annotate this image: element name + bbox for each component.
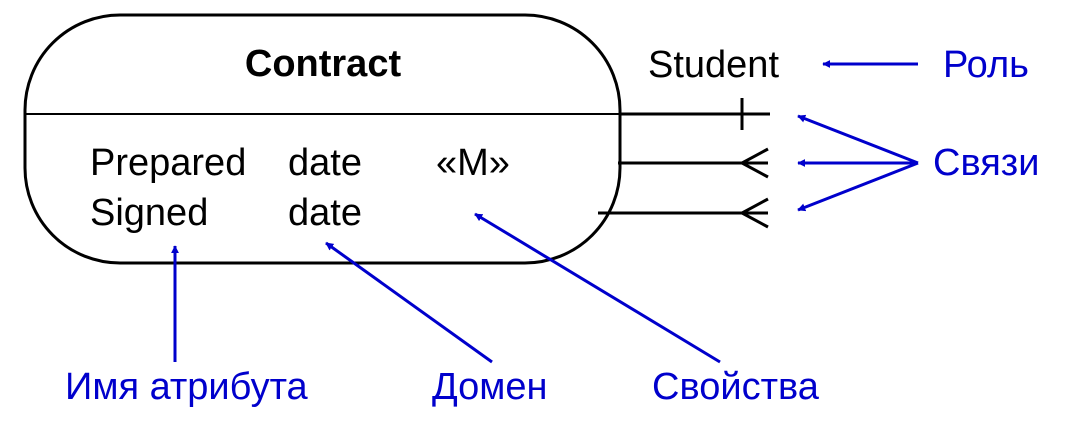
links-label: Связи bbox=[933, 142, 1039, 184]
attribute-name-prepared: Prepared bbox=[90, 142, 246, 184]
role-text: Student bbox=[648, 44, 779, 86]
domain-arrow bbox=[325, 241, 493, 364]
links-arrow-3 bbox=[797, 161, 919, 212]
attribute-name-label: Имя атрибута bbox=[65, 366, 309, 408]
links-arrow-1 bbox=[797, 114, 919, 165]
properties-label: Свойства bbox=[652, 366, 820, 408]
attribute-property-prepared: «M» bbox=[436, 142, 510, 184]
properties-arrow bbox=[474, 212, 721, 364]
link-many-1 bbox=[618, 147, 769, 179]
attribute-domain-signed: date bbox=[288, 192, 362, 234]
entity-title: Contract bbox=[245, 43, 402, 85]
attribute-name-signed: Signed bbox=[90, 192, 208, 234]
domain-label: Домен bbox=[432, 366, 548, 408]
role-label: Роль bbox=[943, 44, 1029, 86]
link-many-2 bbox=[598, 197, 769, 229]
link-one bbox=[620, 98, 770, 130]
attribute-domain-prepared: date bbox=[288, 142, 362, 184]
entity-box bbox=[23, 13, 622, 265]
